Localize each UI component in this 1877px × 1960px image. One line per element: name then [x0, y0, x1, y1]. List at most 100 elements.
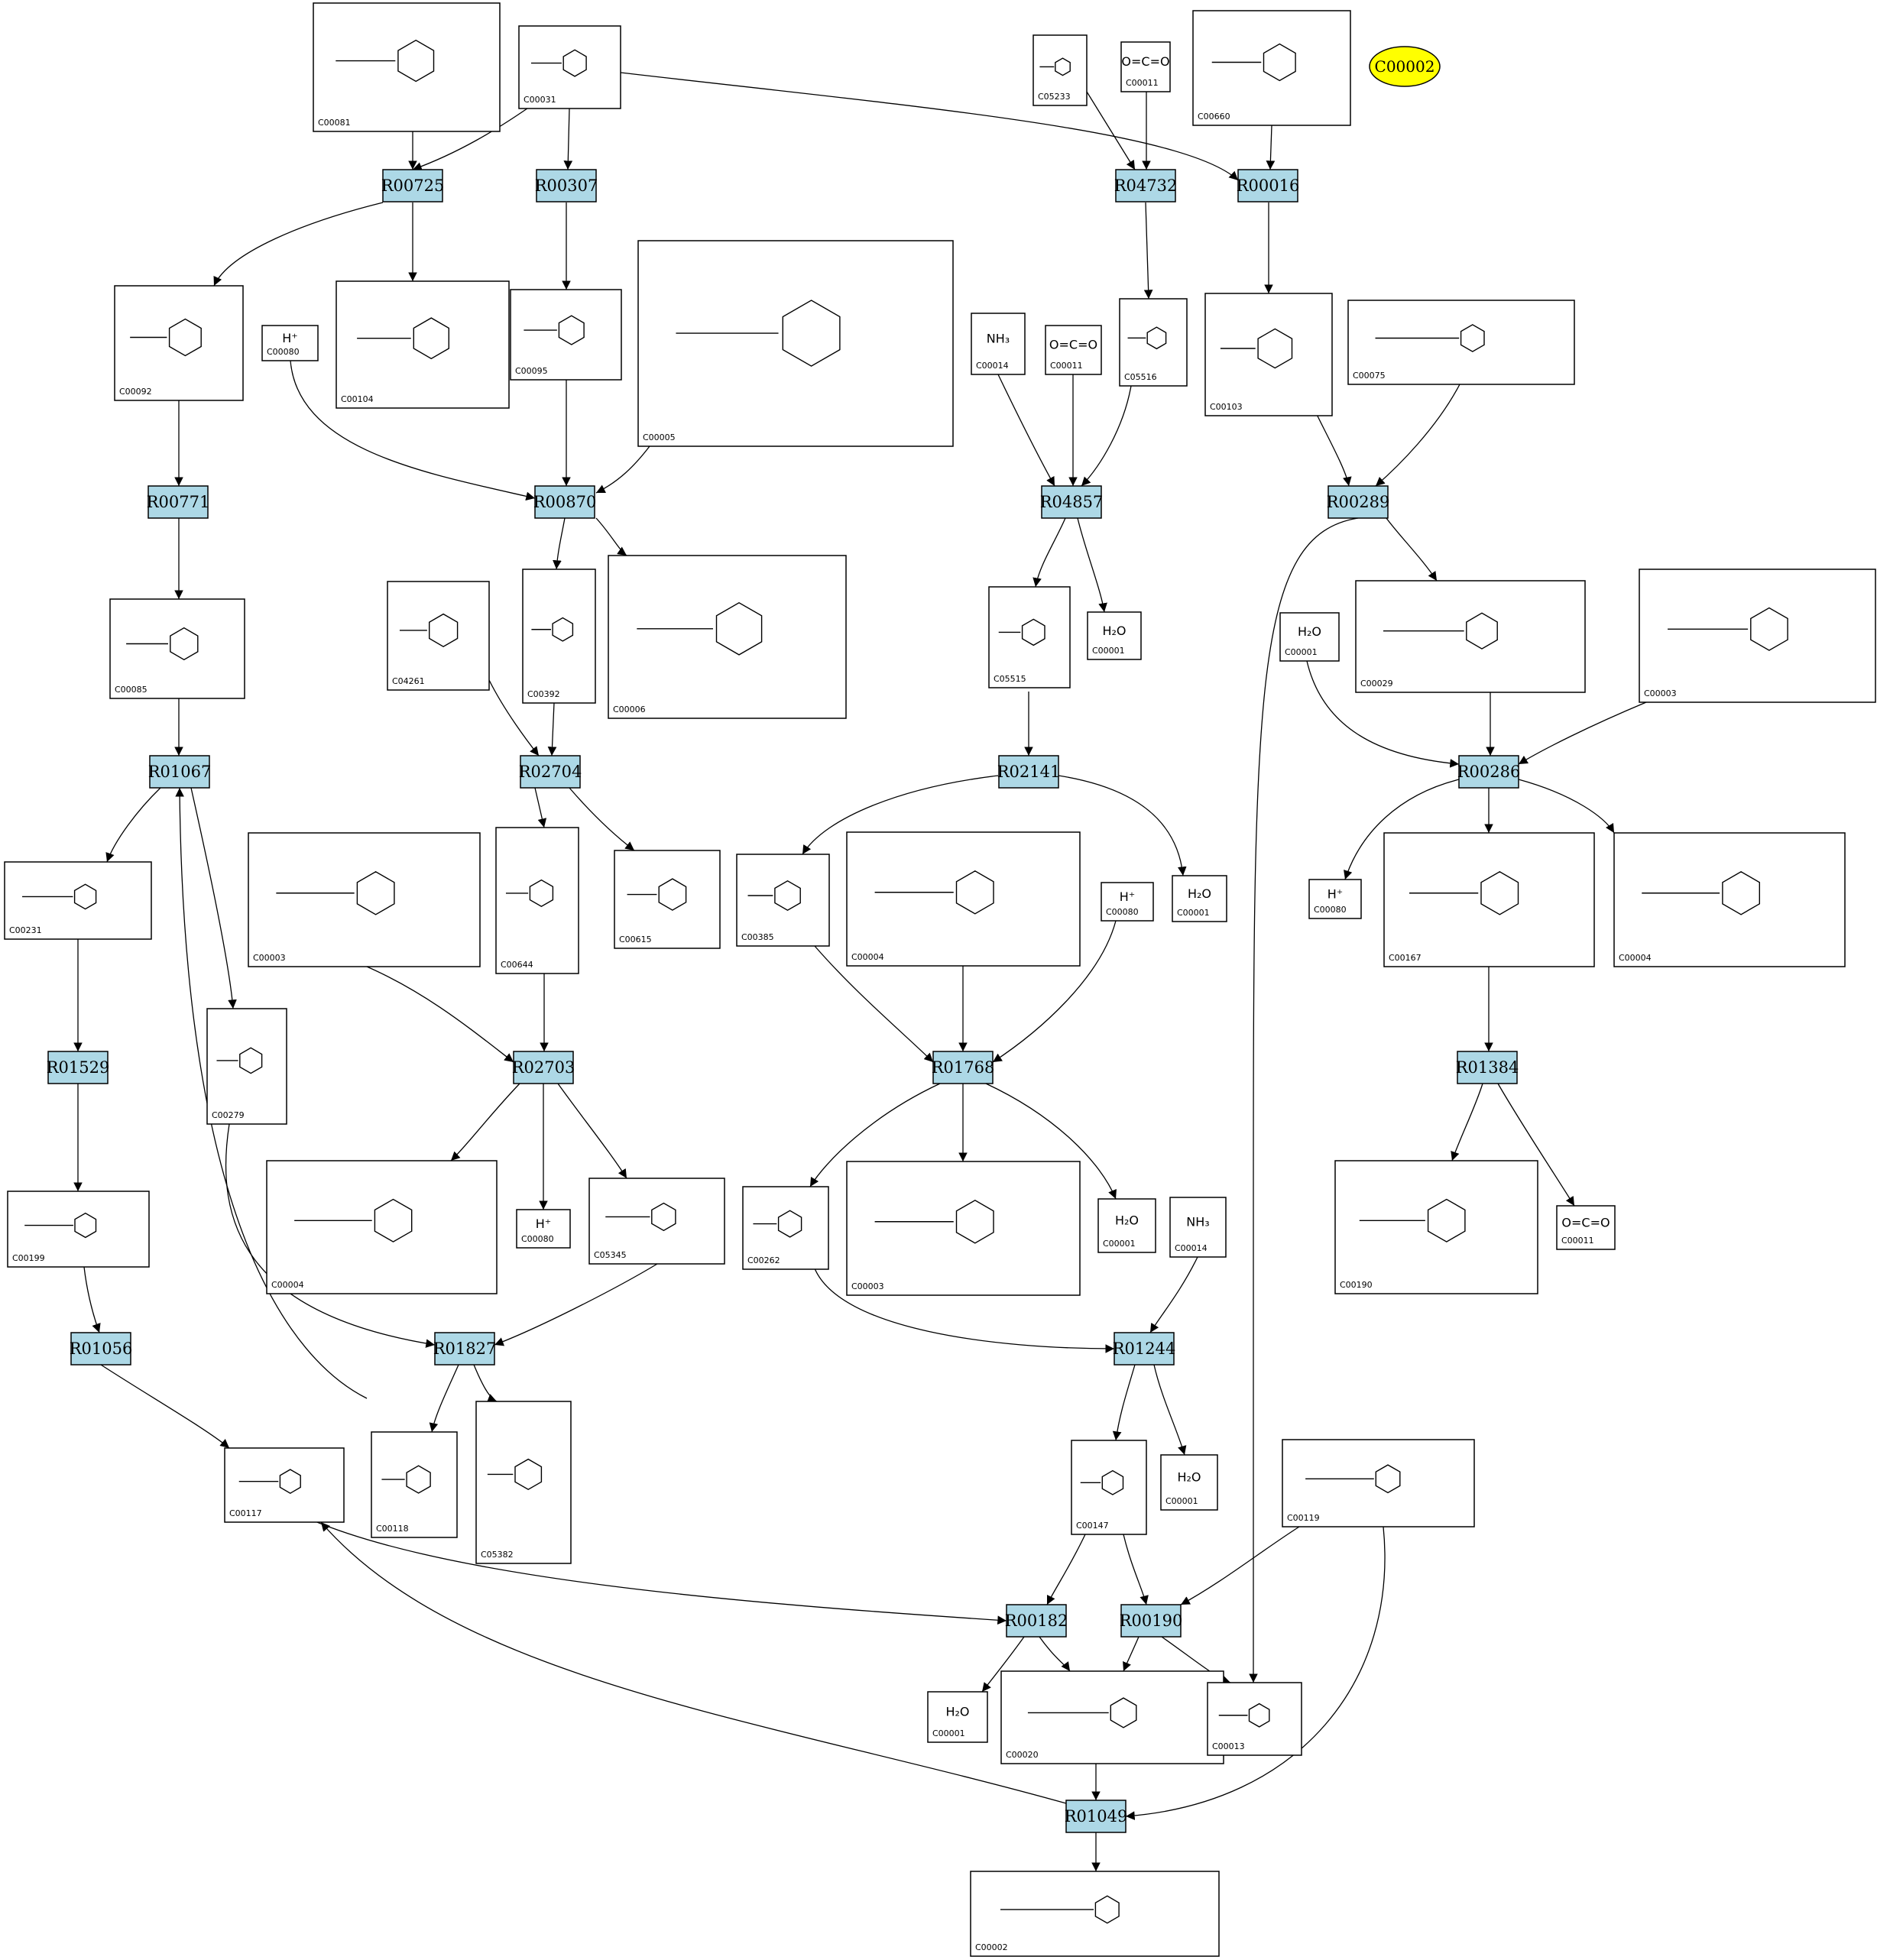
compound-node[interactable]: C00104 [336, 280, 510, 409]
compound-node[interactable]: C00031 [518, 25, 621, 109]
compound-node[interactable]: C00003 [846, 1161, 1081, 1296]
compound-box [522, 569, 596, 704]
reaction-node[interactable]: R00190 [1120, 1604, 1183, 1638]
compound-node[interactable]: C00279 [206, 1008, 287, 1125]
compound-node[interactable]: C00190 [1334, 1160, 1538, 1294]
compound-box [313, 2, 501, 132]
compound-node[interactable]: C00002 [970, 1871, 1220, 1957]
compound-box [1639, 569, 1876, 703]
reaction-box [1457, 1051, 1518, 1084]
compound-node[interactable]: C00231 [4, 861, 152, 940]
compound-node[interactable]: C05345 [588, 1178, 725, 1265]
compound-node[interactable]: C00013 [1207, 1682, 1302, 1756]
compound-box [109, 598, 245, 699]
compound-node[interactable]: C00118 [371, 1431, 458, 1538]
reaction-node[interactable]: R02141 [997, 755, 1061, 789]
reaction-node[interactable]: R02703 [512, 1051, 575, 1084]
compound-node[interactable]: C00020 [1000, 1670, 1224, 1764]
compound-node[interactable]: C00029 [1355, 580, 1586, 693]
reaction-node[interactable]: R01827 [433, 1332, 497, 1366]
reaction-node[interactable]: R04732 [1114, 169, 1178, 202]
compound-id: C00190 [1340, 1280, 1373, 1290]
compound-node[interactable]: C00103 [1204, 293, 1333, 416]
reaction-node[interactable]: R01056 [70, 1332, 133, 1366]
compound-node[interactable]: C00006 [608, 555, 847, 719]
compound-node[interactable]: C00392 [522, 569, 596, 704]
compound-node[interactable]: H⁺C00080 [1308, 879, 1362, 919]
compound-node[interactable]: C00119 [1282, 1439, 1475, 1528]
compound-node[interactable]: C05516 [1119, 298, 1188, 387]
compound-id: C05345 [594, 1250, 627, 1260]
compound-node[interactable]: C00005 [637, 240, 954, 447]
reaction-node[interactable]: R00016 [1237, 169, 1300, 202]
compound-node[interactable]: C00092 [114, 285, 244, 401]
compound-id: C00085 [115, 685, 148, 695]
compound-node[interactable]: C05382 [475, 1401, 572, 1564]
compound-node[interactable]: C00081 [313, 2, 501, 132]
reaction-node[interactable]: R01529 [47, 1051, 110, 1084]
reaction-node[interactable]: R00182 [1005, 1604, 1068, 1638]
reaction-edge [553, 517, 566, 570]
highlight-compound[interactable]: C00002 [1369, 46, 1441, 87]
reaction-node[interactable]: R01244 [1113, 1332, 1176, 1366]
compound-node[interactable]: H⁺C00080 [516, 1209, 571, 1249]
compound-node[interactable]: C00095 [510, 289, 622, 381]
compound-node[interactable]: C00003 [248, 832, 481, 967]
reaction-node[interactable]: R00289 [1327, 485, 1390, 519]
compound-node[interactable]: C00199 [7, 1191, 150, 1268]
compound-node[interactable]: C00004 [1613, 832, 1846, 967]
compound-node[interactable]: C00147 [1071, 1440, 1147, 1535]
reaction-edge [1046, 1534, 1086, 1605]
reaction-node[interactable]: R01384 [1456, 1051, 1519, 1084]
compound-node[interactable]: C04261 [387, 581, 490, 691]
compound-node[interactable]: C00004 [846, 831, 1081, 967]
compound-node[interactable]: H⁺C00080 [261, 325, 319, 361]
compound-node[interactable]: C00262 [742, 1186, 829, 1270]
compound-node[interactable]: C00004 [266, 1160, 498, 1294]
reaction-node[interactable]: R00870 [533, 485, 597, 519]
reaction-node[interactable]: R00725 [381, 169, 445, 202]
reaction-node[interactable]: R00286 [1457, 755, 1521, 789]
reaction-node[interactable]: R00307 [535, 169, 598, 202]
compound-node[interactable]: C00075 [1347, 300, 1575, 385]
compound-node[interactable]: C00167 [1383, 832, 1595, 967]
compound-node[interactable]: H⁺C00080 [1101, 882, 1154, 922]
reaction-edge [1153, 1364, 1187, 1456]
reaction-node[interactable]: R01049 [1065, 1800, 1128, 1833]
reaction-node[interactable]: R01067 [148, 755, 212, 789]
reaction-edge [992, 920, 1117, 1063]
compound-node[interactable]: C05233 [1033, 34, 1088, 106]
compound-node[interactable]: C00615 [614, 850, 721, 949]
reaction-node[interactable]: R01768 [932, 1051, 995, 1084]
reaction-node[interactable]: R00771 [147, 485, 210, 519]
reaction-edge [809, 1083, 941, 1187]
compound-node[interactable]: C00385 [736, 854, 830, 947]
compound-box [970, 1871, 1220, 1957]
compound-box [1556, 1205, 1616, 1250]
compound-box [1279, 612, 1340, 662]
reaction-node[interactable]: R02704 [519, 755, 582, 789]
compound-node[interactable]: C05515 [988, 586, 1071, 688]
compound-node[interactable]: C00085 [109, 598, 245, 699]
compound-node[interactable]: C00117 [224, 1447, 345, 1523]
compound-node[interactable]: C00660 [1192, 10, 1351, 126]
reaction-node[interactable]: R04857 [1040, 485, 1104, 519]
compound-node[interactable]: C00003 [1639, 569, 1876, 703]
compound-id: C00118 [376, 1524, 409, 1534]
reaction-box [70, 1332, 131, 1366]
compound-id: C00005 [643, 432, 676, 442]
compound-node[interactable]: C00644 [495, 827, 579, 974]
structure-ring [1480, 870, 1519, 915]
